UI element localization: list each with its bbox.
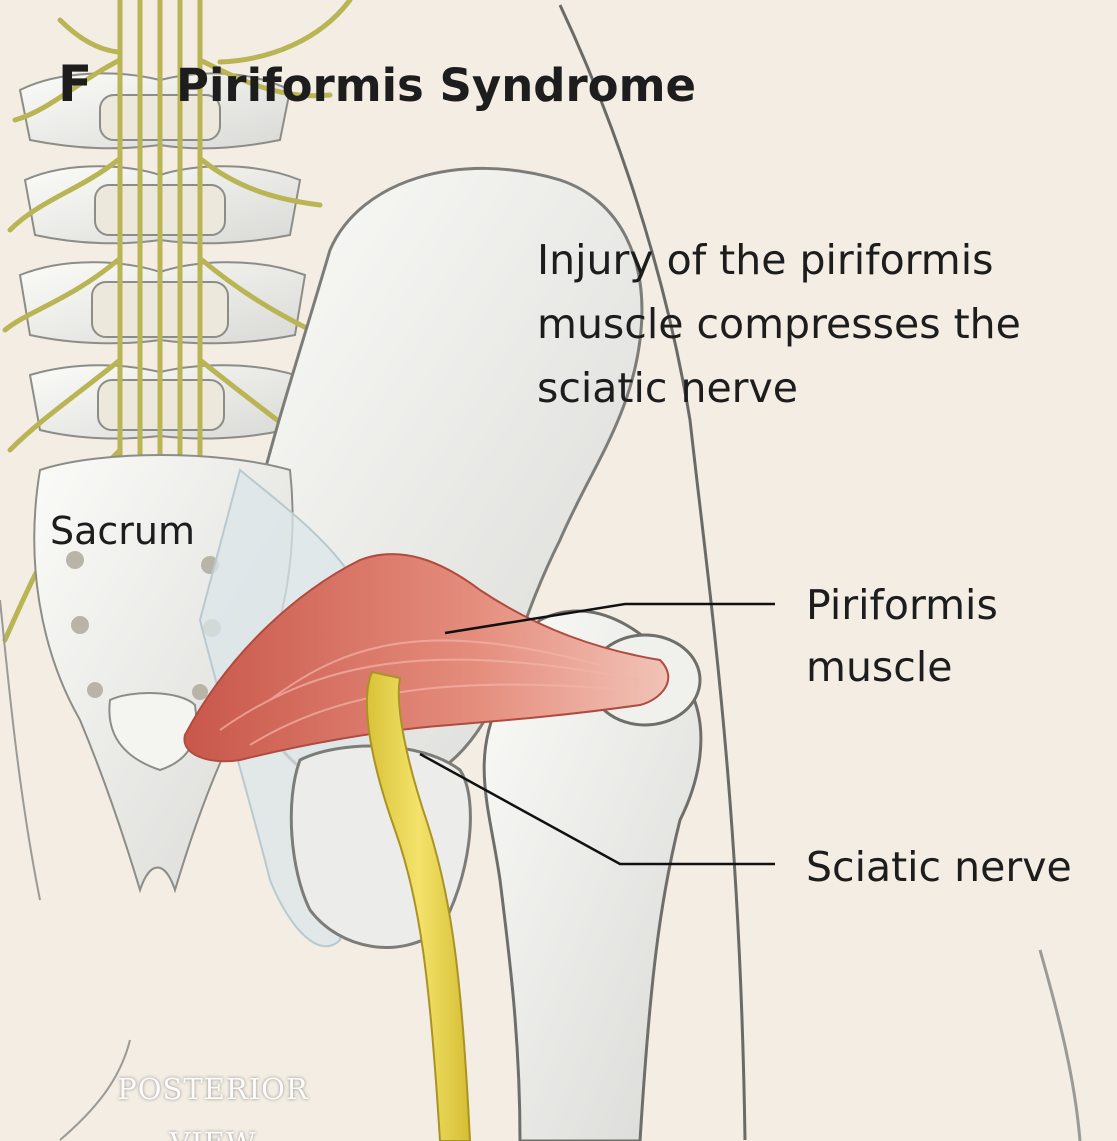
description-line: Injury of the piriformis [537,228,1021,292]
label-sciatic-nerve: Sciatic nerve [806,839,1072,895]
view-line: VIEW [82,1116,344,1141]
description-line: sciatic nerve [537,356,1021,420]
label-piriformis-muscle: Piriformis muscle [806,574,998,698]
view-line: POSTERIOR [82,1062,344,1116]
panel-letter: F [58,54,92,114]
view-caption: POSTERIOR VIEW [82,1062,344,1141]
label-line: Piriformis [806,574,998,636]
description-line: muscle compresses the [537,292,1021,356]
label-line: muscle [806,636,998,698]
label-sacrum: Sacrum [50,508,195,554]
figure-title: Piriformis Syndrome [176,58,696,114]
description: Injury of the piriformis muscle compress… [537,228,1021,420]
